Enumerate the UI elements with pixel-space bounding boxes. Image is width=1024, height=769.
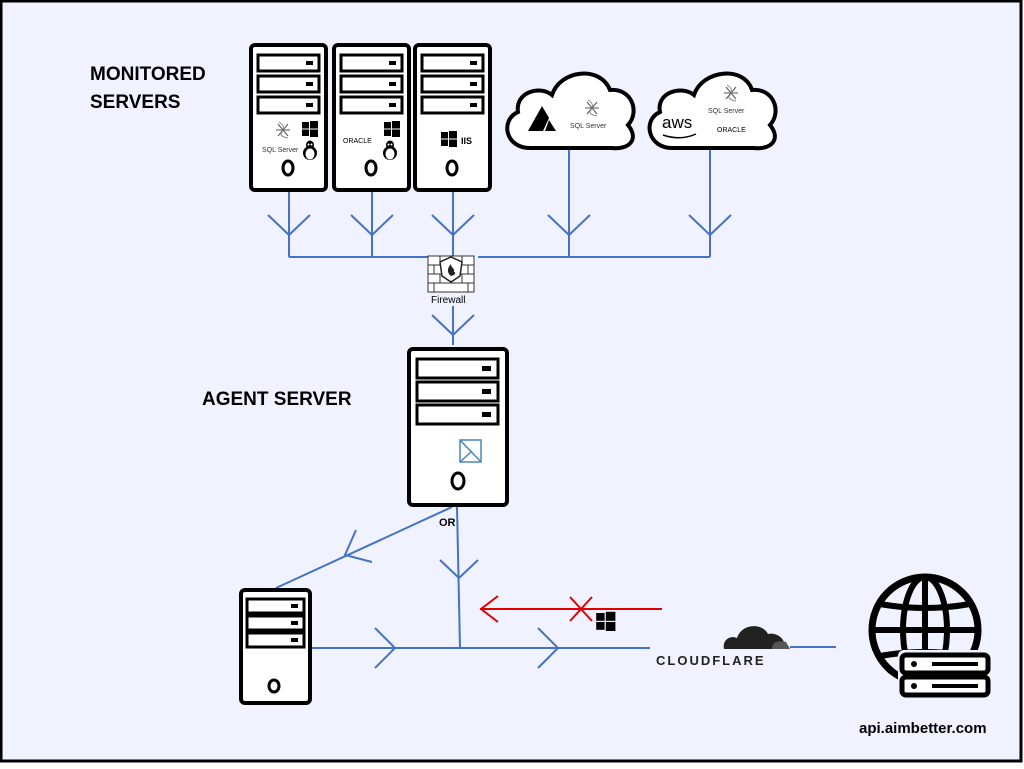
cloudflare-label: CLOUDFLARE xyxy=(656,653,766,668)
power-button-icon xyxy=(364,159,378,177)
firewall-label: Firewall xyxy=(431,295,465,306)
sql-server-label: SQL Server xyxy=(262,147,299,154)
power-button-icon xyxy=(450,471,466,491)
arrowhead-agent-down xyxy=(439,559,479,580)
monitored-servers-title-line2: SERVERS xyxy=(90,92,180,113)
arrowhead-firewall-agent xyxy=(431,314,475,337)
agent-server-title: AGENT SERVER xyxy=(202,389,352,410)
power-button-icon xyxy=(445,159,459,177)
arrowhead-azure xyxy=(547,214,591,237)
arrowhead-server-2 xyxy=(350,214,394,237)
sql-server-label: SQL Server xyxy=(570,123,607,130)
arrowhead-agent-standalone xyxy=(343,529,373,563)
aws-icon: aws xyxy=(662,113,692,132)
agent-server xyxy=(407,347,616,631)
monitored-server-oracle-windows-linux: ORACLE xyxy=(332,43,411,192)
arrowhead-bottom-2 xyxy=(537,627,560,669)
monitored-servers-title-line1: MONITORED xyxy=(90,64,206,85)
power-button-icon xyxy=(281,159,295,177)
oracle-logo: ORACLE xyxy=(343,138,372,145)
power-button-icon xyxy=(267,678,281,694)
blocked-arrow-icon xyxy=(479,595,662,623)
arrowhead-bottom-1 xyxy=(374,627,397,669)
arrowhead-aws xyxy=(688,214,732,237)
api-server-icon xyxy=(898,650,991,698)
azure-sql-cloud: SQL Server xyxy=(505,71,636,151)
cloudflare-icon xyxy=(723,626,790,649)
or-label: OR xyxy=(439,517,456,529)
monitored-server-sql-windows-linux: SQL Server xyxy=(249,43,328,192)
azure-icon xyxy=(528,106,556,131)
monitored-server-windows-iis: IIS xyxy=(413,43,492,192)
firewall-icon xyxy=(427,255,475,293)
aws-cloud: aws SQL Server ORACLE xyxy=(647,71,778,151)
connector-agent-standalone xyxy=(275,506,453,589)
connector-lines xyxy=(267,148,836,669)
arrowhead-server-1 xyxy=(267,214,311,237)
sql-server-label: SQL Server xyxy=(708,108,745,115)
api-domain-label: api.aimbetter.com xyxy=(859,720,987,737)
arrowhead-server-3 xyxy=(431,214,475,237)
standalone-agent-server xyxy=(239,588,312,705)
oracle-logo: ORACLE xyxy=(717,127,746,134)
hyperv-icon xyxy=(459,439,482,463)
iis-label: IIS xyxy=(461,136,472,146)
